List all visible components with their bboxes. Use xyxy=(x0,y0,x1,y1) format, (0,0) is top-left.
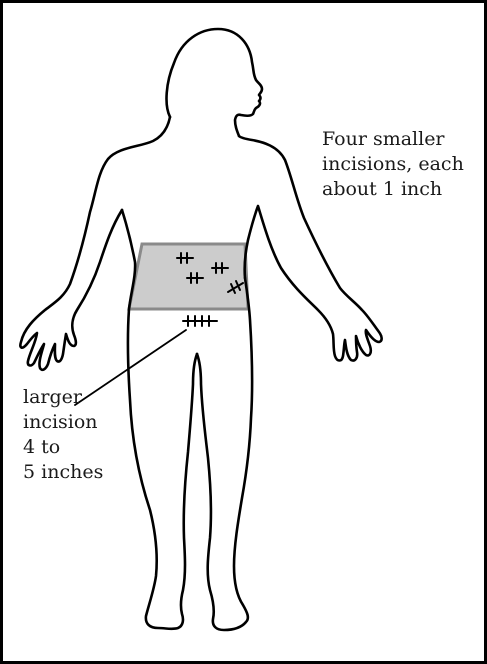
larger-incision-label-line: incision xyxy=(23,410,103,435)
larger-incision-label-line: 4 to xyxy=(23,435,103,460)
larger-incision-label-line: 5 inches xyxy=(23,460,103,485)
smaller-incisions-label-line: incisions, each xyxy=(322,152,464,177)
larger-incision-label: larger incision 4 to 5 inches xyxy=(23,385,103,485)
smaller-incisions-label: Four smaller incisions, each about 1 inc… xyxy=(322,127,464,202)
smaller-incisions-label-line: about 1 inch xyxy=(322,177,464,202)
abdomen-shaded-region xyxy=(129,244,248,309)
smaller-incisions-label-line: Four smaller xyxy=(322,127,464,152)
larger-incision-label-line: larger xyxy=(23,385,103,410)
